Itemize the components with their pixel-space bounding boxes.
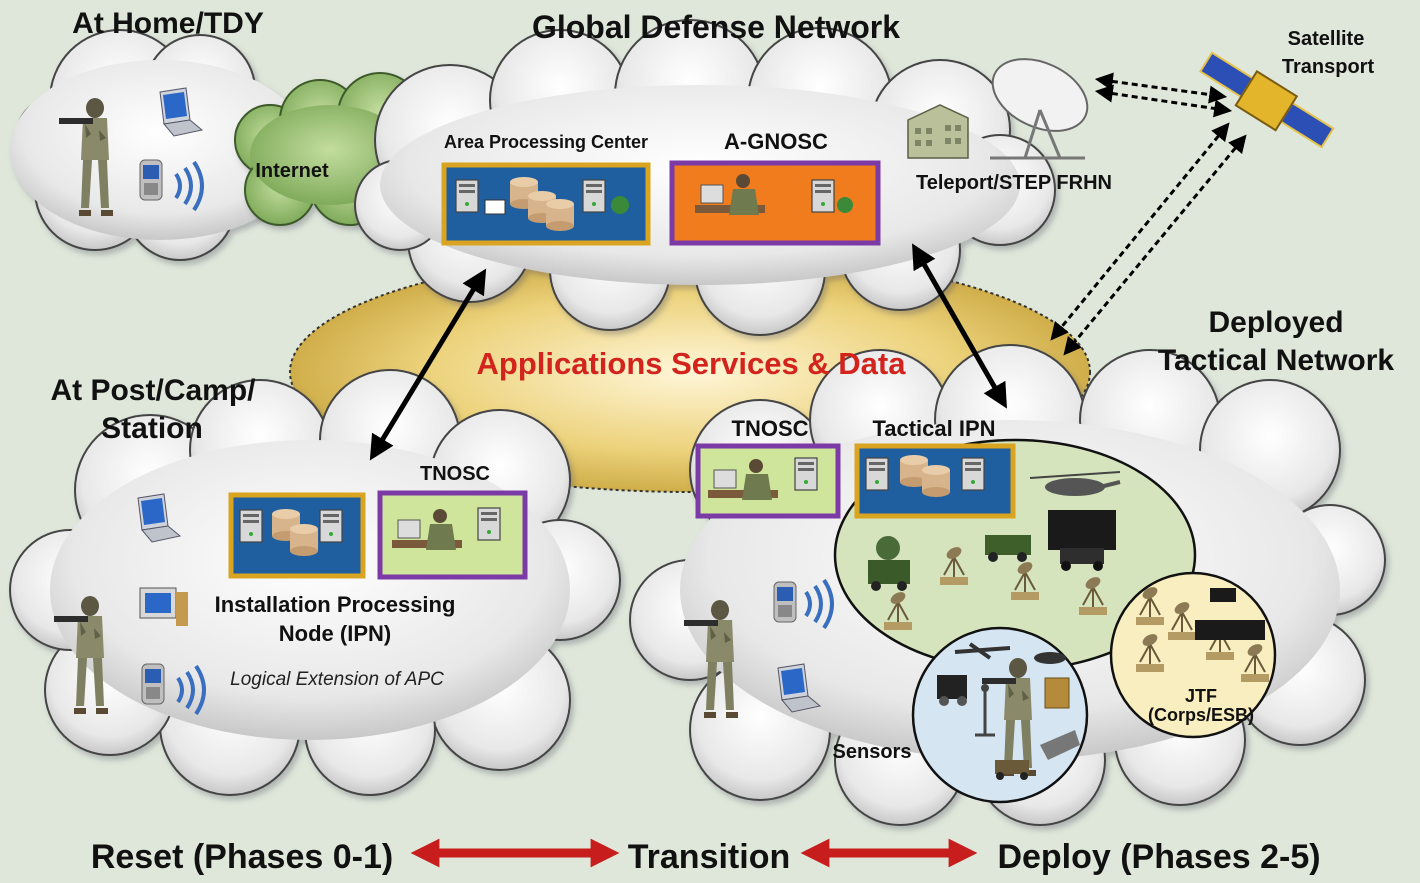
phase-transition-label: Transition bbox=[628, 838, 790, 876]
teleport-building-icon bbox=[907, 104, 969, 159]
tnosc-post-panel bbox=[377, 490, 528, 580]
ground-robot-icon bbox=[995, 760, 1029, 780]
agnosc-tactical-link-arrow bbox=[912, 243, 1007, 409]
truck-icon bbox=[985, 535, 1031, 562]
tnosc-tactical-label: TNOSC bbox=[732, 416, 809, 441]
deployed-label-line2: Tactical Network bbox=[1158, 344, 1395, 377]
humvee-icon bbox=[868, 536, 910, 591]
apc-panel bbox=[441, 162, 651, 246]
post-label-line1: At Post/Camp/ bbox=[50, 374, 256, 407]
phone-icon bbox=[773, 581, 797, 623]
logical-extension-label: Logical Extension of APC bbox=[230, 669, 444, 690]
agnosc-panel bbox=[669, 160, 881, 246]
helicopter-icon bbox=[1029, 471, 1121, 496]
sensors-label: Sensors bbox=[833, 741, 912, 763]
internet-label: Internet bbox=[255, 160, 329, 182]
tnosc-tactical-panel bbox=[695, 443, 841, 519]
satellite-label-line2: Transport bbox=[1282, 56, 1375, 78]
phone-icon bbox=[139, 159, 163, 201]
phase-deploy-label: Deploy (Phases 2-5) bbox=[997, 838, 1320, 876]
tnosc-post-label: TNOSC bbox=[420, 463, 490, 485]
tactical-ipn-panel bbox=[854, 443, 1016, 519]
jtf-label: JTF bbox=[1185, 686, 1217, 706]
crate-icon bbox=[1044, 677, 1070, 709]
post-label-line2: Station bbox=[101, 412, 203, 445]
radar-vehicle-icon bbox=[1048, 510, 1116, 571]
robot-icon bbox=[937, 675, 967, 706]
sensors-zone bbox=[911, 626, 1089, 804]
apc-ipn-link-arrow bbox=[369, 268, 487, 461]
deployed-label-line1: Deployed bbox=[1208, 306, 1343, 339]
uav-icon bbox=[954, 642, 1066, 664]
tactical-ipn-label: Tactical IPN bbox=[872, 416, 995, 441]
satellite-label-line1: Satellite bbox=[1288, 28, 1365, 50]
diagram-title: Global Defense Network bbox=[532, 9, 900, 45]
ipn-panel bbox=[228, 492, 366, 579]
apc-label: Area Processing Center bbox=[444, 132, 648, 152]
jtf-truck-icon bbox=[1195, 588, 1265, 640]
agnosc-label: A-GNOSC bbox=[724, 129, 828, 154]
desktop-computer-icon bbox=[139, 587, 188, 626]
ipn-label-line1: Installation Processing bbox=[215, 592, 456, 617]
phone-icon bbox=[141, 663, 165, 705]
vehicle-icon bbox=[1040, 730, 1080, 760]
jtf-zone bbox=[1109, 571, 1277, 739]
home-label: At Home/TDY bbox=[72, 7, 264, 40]
sensor-mast-icon bbox=[975, 684, 995, 737]
ipn-label-line2: Node (IPN) bbox=[279, 621, 391, 646]
phase-reset-label: Reset (Phases 0-1) bbox=[91, 838, 393, 876]
apps-services-label: Applications Services & Data bbox=[477, 346, 907, 381]
teleport-label: Teleport/STEP FRHN bbox=[916, 172, 1112, 194]
post-cloud bbox=[9, 369, 621, 796]
satellite-link-arrows bbox=[1050, 72, 1247, 356]
jtf-sub-label: (Corps/ESB) bbox=[1148, 705, 1254, 725]
